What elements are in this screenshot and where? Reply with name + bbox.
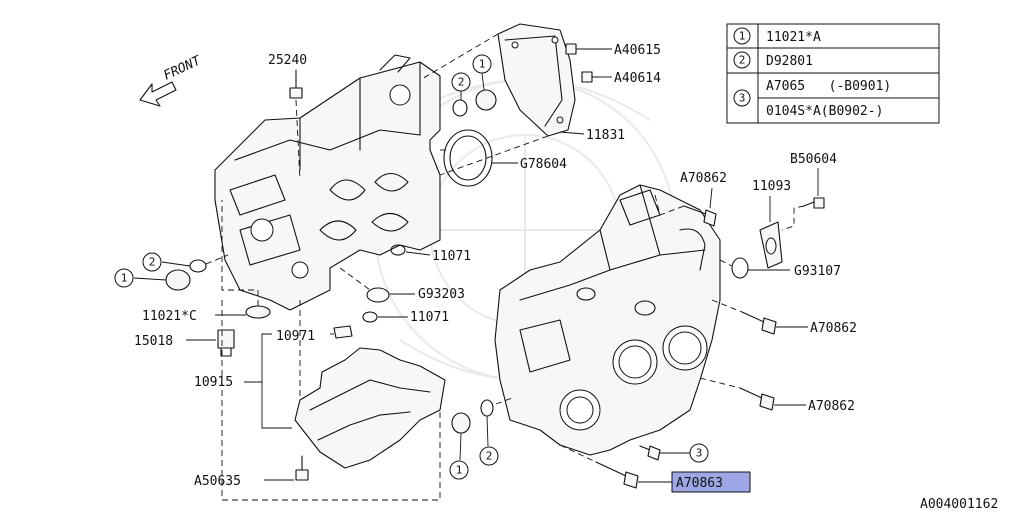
label-a70862-low: A70862	[808, 399, 855, 414]
label-15018: 15018	[134, 334, 173, 349]
legend-part-1: 11021*A	[766, 30, 821, 45]
label-g93107: G93107	[794, 264, 841, 279]
label-11093: 11093	[752, 179, 791, 194]
label-b50604: B50604	[790, 152, 837, 167]
callout-3-bottom: 3	[696, 447, 703, 460]
label-g93203: G93203	[418, 287, 465, 302]
legend-table: 1 11021*A 2 D92801 3 A7065 (-B0901) 0104…	[726, 23, 940, 124]
callout-1-top: 1	[479, 58, 486, 71]
part-15018: 15018	[134, 329, 235, 357]
part-11021c: 11021*C	[142, 200, 271, 324]
callout-1-left: 1	[121, 272, 128, 285]
label-a50635: A50635	[194, 474, 241, 489]
parts-right-top: A70862 11093 B50604 G93107	[654, 152, 841, 279]
callout-1-bottom: 1	[456, 464, 463, 477]
legend-part-2: D92801	[766, 54, 813, 69]
left-crankcase-half	[214, 54, 441, 311]
part-g78604: G78604	[440, 129, 567, 187]
label-11071-b: 11071	[410, 310, 449, 325]
front-arrow: FRONT	[139, 53, 204, 107]
part-11831: 11831	[419, 23, 625, 176]
front-label: FRONT	[161, 53, 204, 84]
label-11021c: 11021*C	[142, 309, 197, 324]
legend-part-3b: 0104S*A(B0902-)	[766, 104, 883, 119]
right-crankcase-half	[494, 184, 721, 456]
label-11071-a: 11071	[432, 249, 471, 264]
left-plug-assembly: 1 2	[114, 252, 229, 291]
orings-left: 11071 G93203 11071	[339, 244, 471, 325]
label-a70862-mid: A70862	[810, 321, 857, 336]
label-10971: 10971	[276, 329, 315, 344]
label-a70863[interactable]: A70863	[676, 476, 723, 491]
label-a70862-top: A70862	[680, 171, 727, 186]
callout-2-top: 2	[458, 76, 465, 89]
label-a40614: A40614	[614, 71, 661, 86]
parts-right-bottom: 1 2 3 A70863	[449, 397, 751, 493]
label-25240: 25240	[268, 53, 307, 68]
legend-key-3: 3	[739, 92, 746, 105]
legend-key-2: 2	[739, 54, 746, 67]
doc-code: A004001162	[920, 497, 998, 512]
bolts-a70862-side: A70862 A70862	[699, 299, 857, 414]
label-g78604: G78604	[520, 157, 567, 172]
part-10915-baffle: 10971 10915	[194, 300, 446, 501]
callout-2-left: 2	[149, 256, 156, 269]
label-10915: 10915	[194, 375, 233, 390]
bolts-a406: A40615 A40614	[565, 43, 661, 86]
highlight-a70863[interactable]	[671, 471, 751, 493]
callout-2-bottom: 2	[486, 450, 493, 463]
legend-key-1: 1	[739, 30, 746, 43]
part-25240: 25240	[268, 53, 307, 181]
label-a40615: A40615	[614, 43, 661, 58]
legend-part-3a: A7065 (-B0901)	[766, 79, 891, 94]
top-plug-assembly: 2 1	[451, 54, 497, 117]
part-a50635: A50635	[194, 455, 309, 489]
label-11831: 11831	[586, 128, 625, 143]
